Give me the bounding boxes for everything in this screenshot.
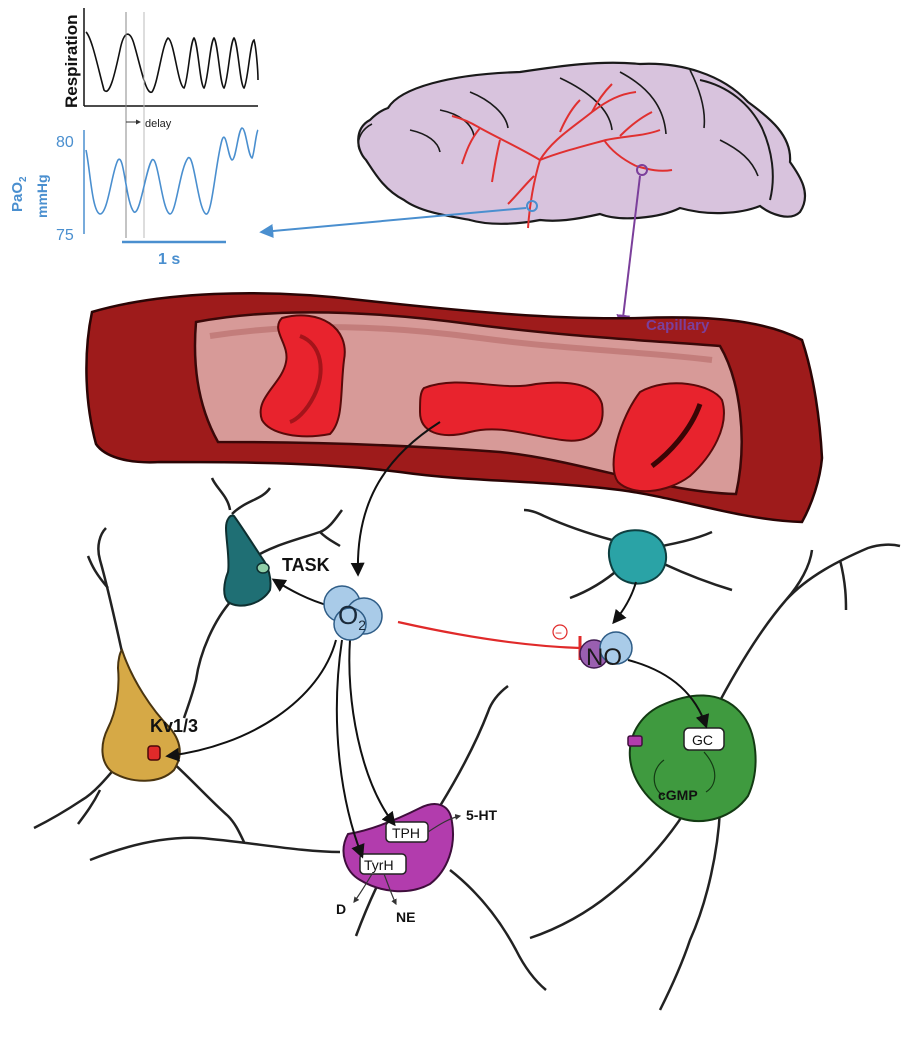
respiration-waveform [85, 31, 259, 93]
artery-sampling-site [526, 200, 538, 212]
no-receptor-channel [627, 735, 643, 747]
cgmp-cycle-arrow [653, 751, 716, 797]
red-blood-cell-1 [259, 314, 346, 438]
task-channel [256, 562, 270, 574]
delay-marker: delay [125, 12, 172, 238]
o2-molecule: O2 [323, 585, 383, 641]
o2-to-task-arrow [271, 578, 331, 607]
kv-label: Kv1/3 [150, 716, 198, 736]
gc-label: GC [692, 732, 713, 748]
neuron-to-no-arrow [612, 581, 637, 625]
pao2-unit-label: mmHg [34, 174, 50, 218]
o2-inhibits-no [397, 620, 582, 660]
brain-cerebellum [699, 79, 774, 201]
tyrh-enzyme: TyrH [359, 853, 407, 875]
no-label: NO [586, 644, 622, 671]
pao2-source-arrow [259, 207, 527, 238]
no-to-gc-arrow [627, 659, 710, 729]
monoamine-neuron: TPH TyrH 5-HT D NE [89, 685, 547, 991]
cgmp-label: cGMP [658, 787, 698, 803]
respiration-trace-panel: Respiration [62, 8, 259, 108]
o2-label: O2 [338, 600, 366, 633]
red-blood-cell-2 [418, 381, 604, 442]
o2-to-tyrh-arrow [335, 639, 365, 859]
task-neuron: TASK [182, 477, 344, 719]
gc-enzyme: GC [683, 727, 725, 751]
norepinephrine-label: NE [396, 909, 415, 925]
capillary-sampling-site [636, 164, 648, 176]
red-blood-cell-3 [612, 382, 725, 493]
brain-olfactory-bulb [357, 123, 373, 155]
pao2-tick-75: 75 [56, 227, 74, 244]
tph-enzyme: TPH [385, 821, 429, 843]
tyrh-label: TyrH [364, 857, 394, 873]
inhibition-sign-circle [552, 624, 568, 640]
norepinephrine-arrow [383, 873, 397, 906]
delay-label: delay [145, 118, 172, 130]
tph-label: TPH [392, 825, 420, 841]
pao2-trace-panel: 80 75 PaO2 mmHg 1 s [9, 127, 259, 268]
pao2-tick-80: 80 [56, 134, 74, 151]
brain-illustration [357, 61, 807, 229]
gc-neuron: GC cGMP [529, 543, 901, 1011]
o2-to-kv-arrow [165, 639, 337, 762]
kv-channel [147, 745, 161, 761]
no-source-neuron [523, 508, 733, 600]
respiration-axis-label: Respiration [62, 14, 81, 108]
time-scalebar-label: 1 s [158, 251, 180, 268]
task-label: TASK [282, 555, 330, 575]
capillary-vessel: Capillary [85, 292, 824, 524]
cerebral-arteries [451, 83, 673, 229]
no-molecule: NO − [552, 624, 633, 671]
inhibition-sign: − [555, 626, 562, 640]
kv-neuron: Kv1/3 [33, 527, 246, 843]
brain-outline [357, 61, 807, 225]
dopamine-label: D [336, 901, 346, 917]
capillary-label: Capillary [646, 317, 710, 334]
capillary-source-arrow [616, 175, 641, 329]
serotonin-arrow [427, 814, 462, 833]
dopamine-arrow [353, 873, 373, 903]
pao2-axis-label: PaO2 [9, 176, 29, 212]
rbc-to-o2-arrow [350, 421, 441, 577]
o2-to-tph-arrow [348, 639, 396, 827]
serotonin-label: 5-HT [466, 807, 498, 823]
pao2-waveform [85, 127, 259, 215]
